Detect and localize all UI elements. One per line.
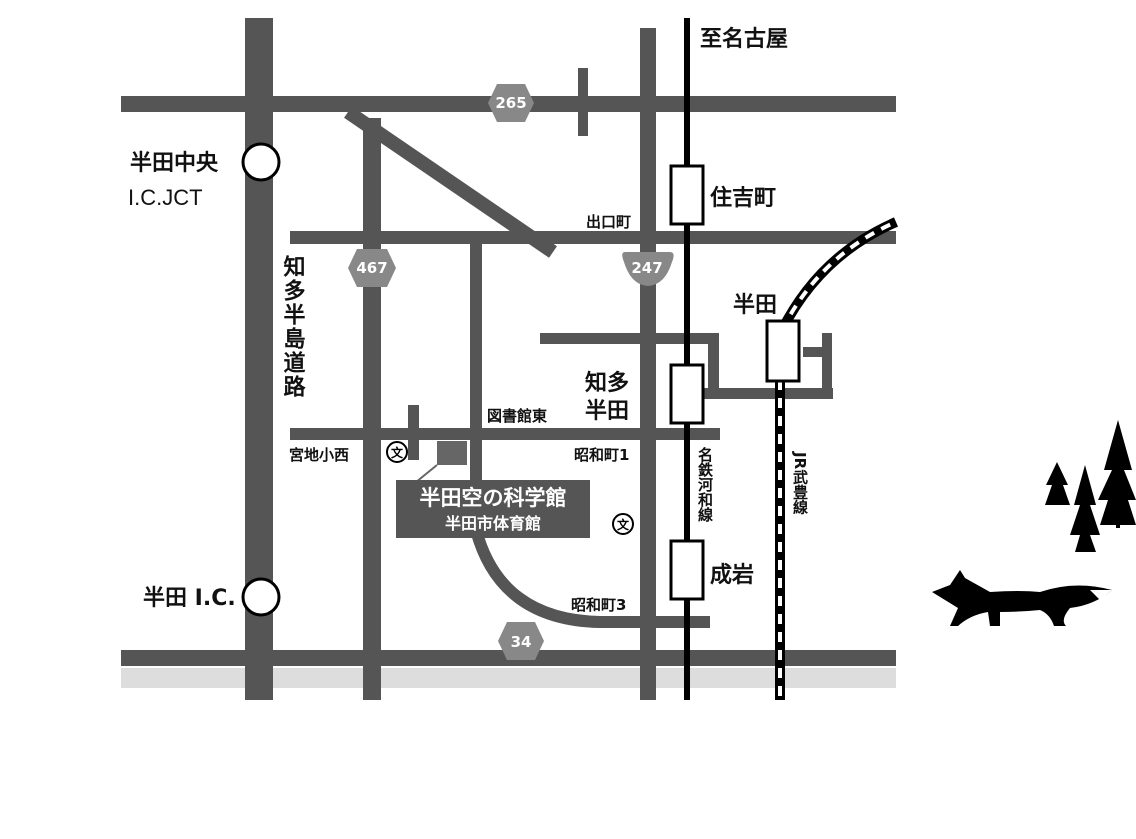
meitetsu-line-label: 名鉄河和線 [696,446,714,523]
jr-line [775,380,785,700]
station-chita-handa-label: 半田 [585,399,629,424]
intersection-deguchicho: 出口町 [586,213,631,231]
station-sumiyoshicho-box [669,164,705,226]
station-handa-box [765,319,801,383]
ground-strip [121,668,896,688]
shield-265 [488,84,534,122]
station-sumiyoshicho-label: 住吉町 [710,185,776,211]
fox-illustration [932,570,1112,626]
tree-illustration [1045,420,1136,552]
ic-handa-chuo-label: 半田中央 [130,150,219,176]
meitetsu-line [684,18,690,700]
road-stub-west [408,405,419,460]
destination-name: 半田空の科学館 [420,486,567,510]
ic-handa-label: 半田 I.C. [143,586,236,611]
road-east-link-v [708,333,719,393]
school-icon [386,441,408,463]
destination-sub: 半田市体育館 [445,514,541,533]
destination-label-box [396,480,590,538]
jr-line-label: JR武豊線 [791,451,809,515]
station-narawa-box [669,539,705,601]
road-center-v [470,236,482,536]
station-chita-handa-box [669,363,705,425]
school-icon-text: 文 [391,445,404,460]
school-icon [612,513,634,535]
shield-265-text: 265 [495,94,526,112]
road-east-upper [540,333,715,344]
intersection-miyaji-shonishi: 宮地小西 [289,446,349,464]
station-narawa-label: 成岩 [710,563,754,588]
ic-handa-marker [241,577,281,617]
jr-line-curve-dash [780,220,897,331]
school-icon-text: 文 [617,517,630,532]
road-route-467 [363,118,381,700]
road-curve-showa [470,528,710,628]
expressway-name: 知多半島道路 [280,254,306,399]
intersection-showacho3: 昭和町3 [571,596,626,614]
shield-247 [622,252,674,286]
shield-467-text: 467 [356,259,387,277]
shield-247-text: 247 [631,259,662,277]
destination-marker [437,441,467,465]
road-east-stub2 [803,347,832,357]
road-stub-265 [578,68,588,136]
road-toshokan-higashi [290,428,720,440]
station-handa-label: 半田 [733,293,777,318]
road-east-lower [700,388,833,399]
road-east-stub [822,333,832,393]
ic-handa-chuo-marker [241,142,281,182]
shield-467 [348,249,396,287]
direction-to-nagoya: 至名古屋 [700,26,788,52]
road-diagonal [344,106,557,258]
intersection-toshokan-higashi: 図書館東 [487,407,547,425]
shield-34 [498,622,544,660]
road-deguchicho [290,231,896,244]
ic-handa-chuo-sub: I.C.JCT [128,185,203,210]
shield-34-text: 34 [511,633,532,651]
station-chita-handa-label: 知多 [585,370,629,396]
intersection-showacho1: 昭和町1 [574,446,629,464]
road-route-247 [640,28,656,700]
